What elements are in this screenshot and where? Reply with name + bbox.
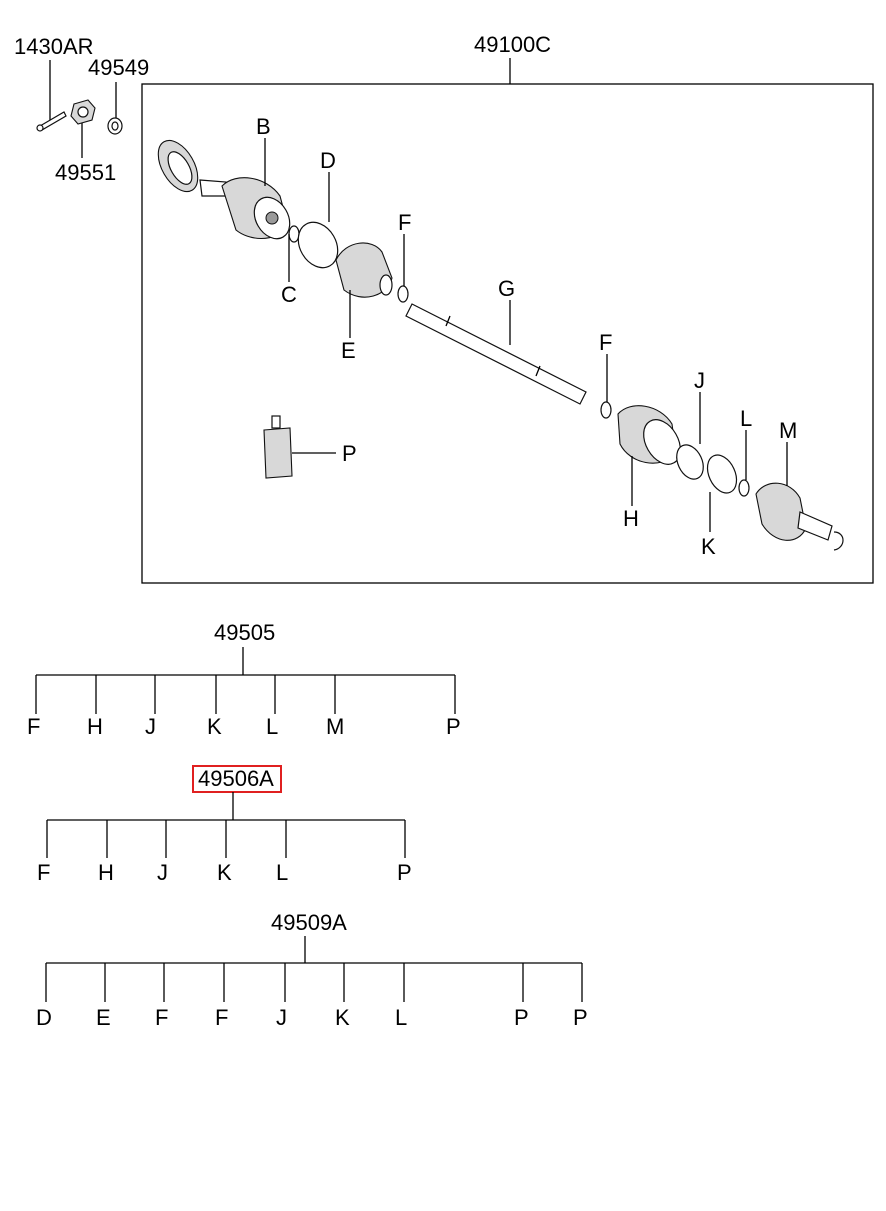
kit-49506a-item-l[interactable]: L (276, 860, 288, 885)
ring-j-icon (676, 444, 704, 480)
circlip-l-icon (738, 479, 750, 497)
kit-number-49509a[interactable]: 49509A (271, 910, 347, 935)
kit-49505-item-m[interactable]: M (326, 714, 344, 739)
callout-c[interactable]: C (281, 282, 297, 307)
callout-l[interactable]: L (740, 406, 752, 431)
callout-j[interactable]: J (694, 368, 705, 393)
callout-k[interactable]: K (701, 534, 716, 559)
label-49551[interactable]: 49551 (55, 160, 116, 185)
kit-49509a-item-p1[interactable]: P (514, 1005, 529, 1030)
label-1430ar[interactable]: 1430AR (14, 34, 94, 59)
grease-tube-p-icon (263, 415, 293, 479)
kit-49506a-item-f[interactable]: F (37, 860, 50, 885)
callout-d[interactable]: D (320, 148, 336, 173)
kit-49509a-item-e[interactable]: E (96, 1005, 111, 1030)
kit-49505-item-p[interactable]: P (446, 714, 461, 739)
inner-joint-m-icon (755, 482, 844, 551)
kit-tree-49506a: 49506A F H J K L P (37, 765, 412, 885)
kit-49506a-item-p[interactable]: P (397, 860, 412, 885)
callout-m[interactable]: M (779, 418, 797, 443)
callout-e[interactable]: E (341, 338, 356, 363)
band-k-icon (706, 454, 738, 494)
outer-cv-joint-icon (199, 177, 291, 240)
callout-h[interactable]: H (623, 506, 639, 531)
clamp-f-upper-icon (397, 285, 409, 303)
callout-f-lower[interactable]: F (599, 330, 612, 355)
callout-g[interactable]: G (498, 276, 515, 301)
callout-f-upper[interactable]: F (398, 210, 411, 235)
boot-e-icon (335, 242, 393, 298)
kit-49509a-item-k[interactable]: K (335, 1005, 350, 1030)
kit-49505-item-h[interactable]: H (87, 714, 103, 739)
assembly-box: 49100C (141, 32, 874, 584)
kit-49509a-item-f1[interactable]: F (155, 1005, 168, 1030)
kit-tree-49505: 49505 F H J K L M P (27, 620, 461, 739)
boot-h-icon (617, 405, 681, 465)
kit-49505-item-l[interactable]: L (266, 714, 278, 739)
kit-49505-item-k[interactable]: K (207, 714, 222, 739)
circlip-c-icon (288, 225, 300, 243)
callout-p[interactable]: P (342, 441, 357, 466)
kit-49509a-item-l[interactable]: L (395, 1005, 407, 1030)
assembly-number[interactable]: 49100C (474, 32, 551, 57)
kit-number-49506a[interactable]: 49506A (198, 766, 274, 791)
kit-tree-49509a: 49509A D E F F J K L P P (36, 910, 588, 1030)
kit-49506a-item-k[interactable]: K (217, 860, 232, 885)
kit-49509a-item-j[interactable]: J (276, 1005, 287, 1030)
kit-49509a-item-f2[interactable]: F (215, 1005, 228, 1030)
axle-shaft-g-icon (405, 303, 587, 405)
kit-highlight-box (192, 765, 282, 793)
loose-parts-group: 1430AR 49549 49551 (14, 34, 149, 185)
clamp-f-lower-icon (600, 401, 612, 419)
kit-number-49505[interactable]: 49505 (214, 620, 275, 645)
kit-49505-item-j[interactable]: J (145, 714, 156, 739)
callout-b[interactable]: B (256, 114, 271, 139)
kit-49506a-item-h[interactable]: H (98, 860, 114, 885)
tone-ring-icon (157, 139, 199, 193)
washer-icon (107, 117, 123, 135)
kit-49509a-item-p2[interactable]: P (573, 1005, 588, 1030)
label-49549[interactable]: 49549 (88, 55, 149, 80)
hub-nut-icon (70, 99, 96, 125)
kit-49506a-item-j[interactable]: J (157, 860, 168, 885)
kit-49505-item-f[interactable]: F (27, 714, 40, 739)
kit-49509a-item-d[interactable]: D (36, 1005, 52, 1030)
cotter-pin-icon (36, 111, 67, 132)
boot-band-d-icon (297, 221, 339, 269)
